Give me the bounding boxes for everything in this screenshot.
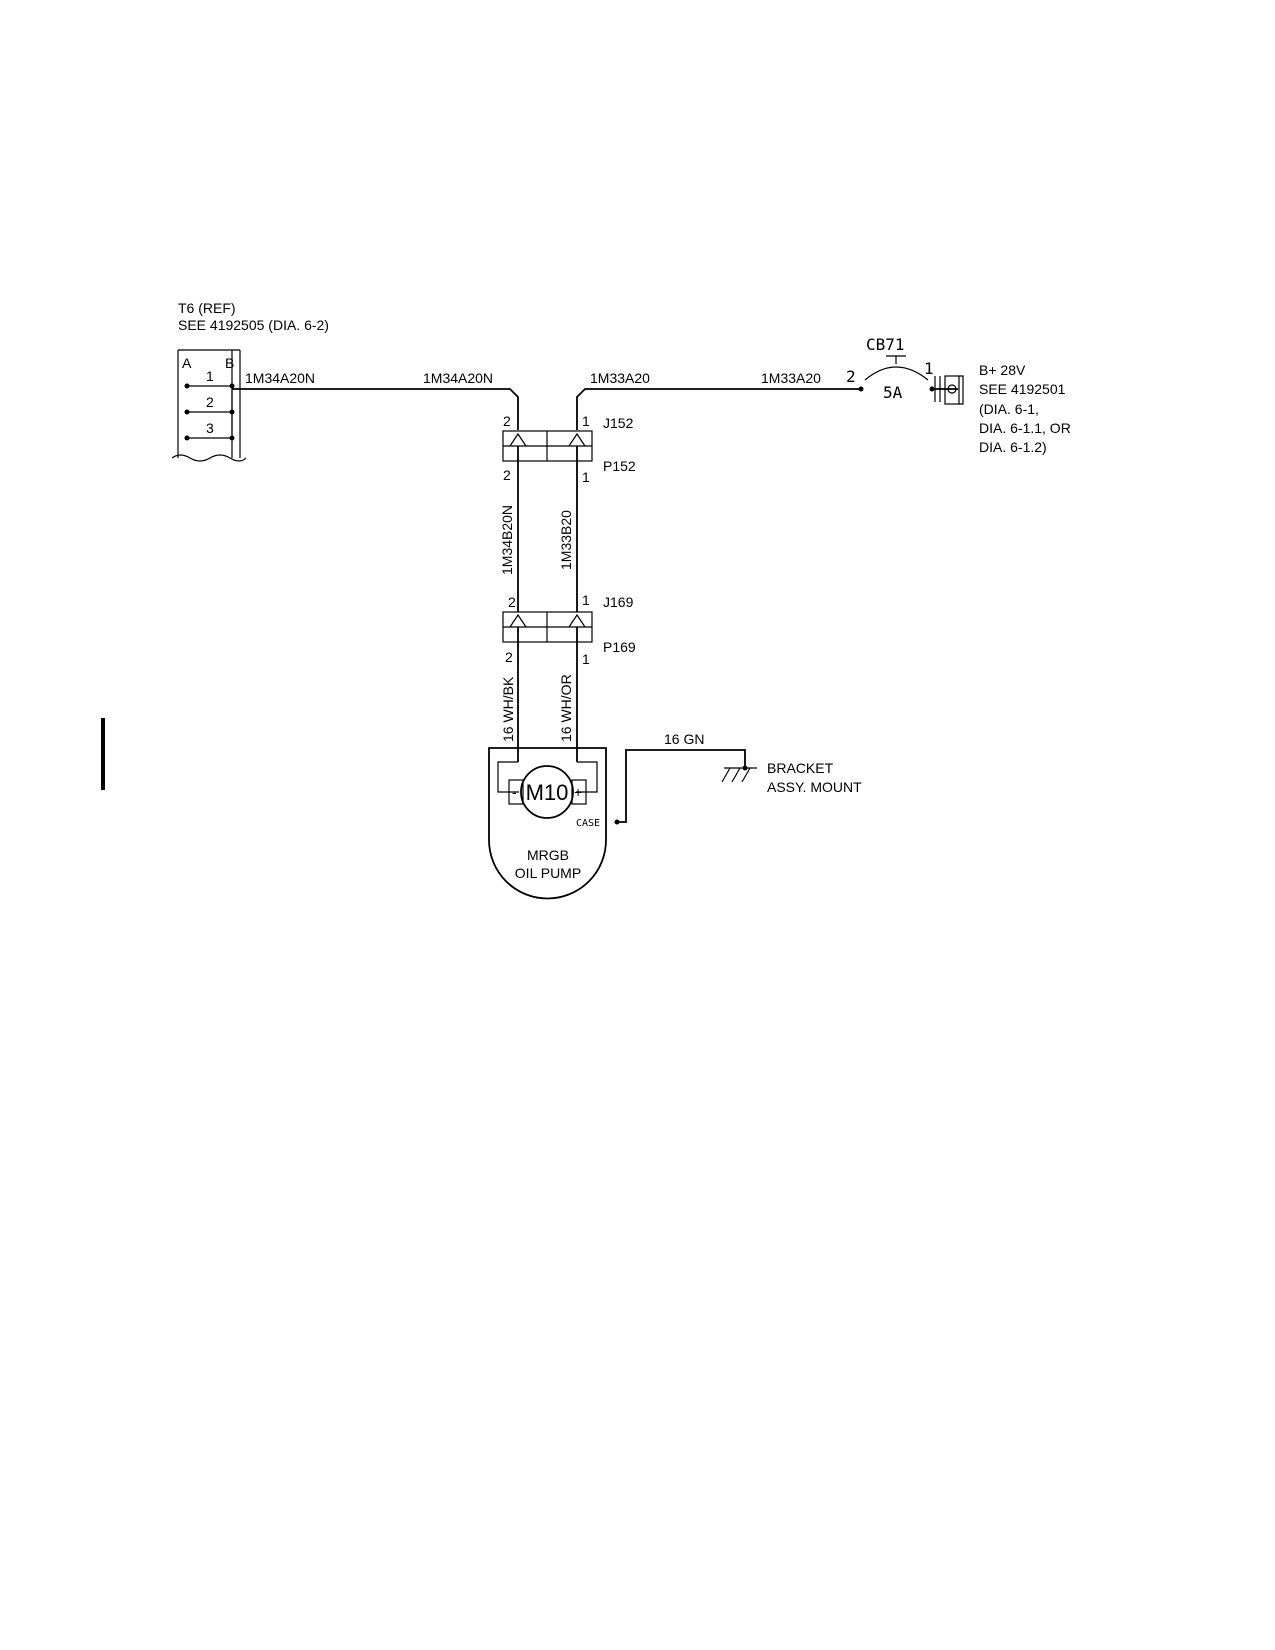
terminal-row-3: 3 bbox=[184, 420, 235, 441]
p152-pin-1: 1 bbox=[582, 469, 590, 485]
wire-label-1m34a20n-right: 1M34A20N bbox=[423, 370, 493, 386]
wire-label-1m33a20-right: 1M33A20 bbox=[761, 370, 821, 386]
wire-label-1m34a20n-left: 1M34A20N bbox=[245, 370, 315, 386]
circuit-breaker-cb71: CB71 2 1 5A bbox=[846, 335, 935, 402]
ground-label-1: BRACKET bbox=[767, 760, 834, 776]
change-bar bbox=[101, 718, 105, 790]
wire-label-1m33a20-left: 1M33A20 bbox=[590, 370, 650, 386]
terminal-row-2: 2 bbox=[184, 394, 235, 415]
power-label-block: B+ 28V SEE 4192501 (DIA. 6-1, DIA. 6-1.1… bbox=[979, 362, 1071, 455]
source-reference: SEE 4192505 (DIA. 6-2) bbox=[178, 317, 329, 333]
breaker-pin-2: 2 bbox=[846, 367, 856, 386]
motor-symbol-circle bbox=[520, 765, 574, 819]
wire-label-16-wh-bk: 16 WH/BK bbox=[500, 676, 516, 742]
source-title: T6 (REF) bbox=[178, 300, 236, 316]
breaker-pin-1: 1 bbox=[924, 359, 934, 378]
motor-mrgb-oil-pump: M10 - + CASE MRGB OIL PUMP bbox=[488, 747, 620, 900]
wire-label-16-gn: 16 GN bbox=[664, 731, 704, 747]
breaker-name: CB71 bbox=[866, 335, 905, 354]
j169-pin-1: 1 bbox=[582, 592, 590, 608]
motor-plus-terminal: + bbox=[574, 784, 582, 800]
p152-pin-2: 2 bbox=[503, 467, 511, 483]
wire-label-1m34b20n: 1M34B20N bbox=[499, 505, 515, 575]
power-ref-2: (DIA. 6-1, bbox=[979, 401, 1039, 417]
breaker-rating: 5A bbox=[883, 383, 903, 402]
wire-1m33b20: 1M33B20 bbox=[558, 461, 578, 612]
motor-case-label: CASE bbox=[576, 818, 600, 829]
j169-label: J169 bbox=[603, 594, 634, 610]
j152-pin-1: 1 bbox=[582, 413, 590, 429]
terminal-2-label: 2 bbox=[206, 394, 214, 410]
motor-title-1: MRGB bbox=[527, 847, 569, 863]
motor-title-2: OIL PUMP bbox=[515, 865, 581, 881]
j152-pin-2: 2 bbox=[503, 413, 511, 429]
j169-pin-2: 2 bbox=[508, 594, 516, 610]
motor-name: M10 bbox=[526, 780, 569, 805]
p169-pin-2: 2 bbox=[505, 649, 513, 665]
motor-minus-terminal: - bbox=[512, 784, 517, 800]
ground-label-2: ASSY. MOUNT bbox=[767, 779, 862, 795]
terminal-1-label: 1 bbox=[206, 368, 214, 384]
wire-label-16-wh-or: 16 WH/OR bbox=[558, 674, 574, 742]
col-a-label: A bbox=[182, 355, 192, 371]
connector-j152-p152: 2 1 J152 2 1 P152 bbox=[502, 413, 636, 485]
wire-1m34a20n: 1M34A20N 1M34A20N bbox=[232, 370, 519, 430]
terminal-row-1: 1 bbox=[184, 368, 235, 389]
terminal-3-label: 3 bbox=[206, 420, 214, 436]
power-label: B+ 28V bbox=[979, 362, 1026, 378]
source-block-t6: T6 (REF) SEE 4192505 (DIA. 6-2) A B 1 2 … bbox=[171, 300, 329, 462]
power-connector-symbol bbox=[932, 375, 964, 405]
j152-label: J152 bbox=[603, 415, 634, 431]
p169-pin-1: 1 bbox=[582, 651, 590, 667]
power-ref-1: SEE 4192501 bbox=[979, 381, 1066, 397]
wire-1m33a20: 1M33A20 1M33A20 bbox=[576, 370, 861, 430]
col-b-label: B bbox=[225, 355, 234, 371]
wire-1m34b20n: 1M34B20N bbox=[499, 461, 519, 612]
ground-label-block: BRACKET ASSY. MOUNT bbox=[767, 760, 862, 795]
wire-16-gn: 16 GN bbox=[617, 731, 746, 823]
wire-label-1m33b20: 1M33B20 bbox=[558, 510, 574, 570]
power-ref-3: DIA. 6-1.1, OR bbox=[979, 420, 1071, 436]
wire-16-wh-or: 16 WH/OR bbox=[558, 642, 578, 762]
power-ref-4: DIA. 6-1.2) bbox=[979, 439, 1047, 455]
ground-symbol bbox=[721, 765, 757, 783]
wire-16-wh-bk: 16 WH/BK bbox=[500, 642, 519, 762]
p152-label: P152 bbox=[603, 458, 636, 474]
p169-label: P169 bbox=[603, 639, 636, 655]
connector-j169-p169: 2 1 J169 2 1 P169 bbox=[502, 592, 636, 667]
